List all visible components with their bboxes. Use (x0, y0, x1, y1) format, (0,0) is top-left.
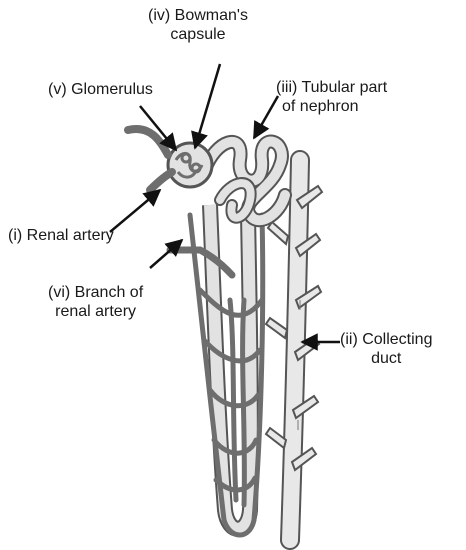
label-glomerulus-text: (v) Glomerulus (48, 80, 153, 99)
label-collecting-line1: (ii) Collecting (340, 330, 432, 349)
label-bowmans-capsule: (iv) Bowman's capsule (148, 6, 248, 44)
label-bowmans-line1: (iv) Bowman's (148, 6, 248, 25)
label-glomerulus: (v) Glomerulus (48, 80, 153, 99)
label-branch-renal-artery: (vi) Branch of renal artery (48, 283, 143, 321)
label-tubular-part: (iii) Tubular part of nephron (276, 78, 387, 116)
branch-vessel (170, 250, 232, 275)
label-tubular-line2: of nephron (276, 97, 387, 116)
label-renal-artery-text: (i) Renal artery (8, 226, 114, 245)
label-collecting-duct: (ii) Collecting duct (340, 330, 432, 368)
label-tubular-line1: (iii) Tubular part (276, 78, 387, 97)
label-renal-artery: (i) Renal artery (8, 226, 114, 245)
label-branch-line2: renal artery (48, 302, 143, 321)
label-bowmans-line2: capsule (148, 25, 248, 44)
label-branch-line1: (vi) Branch of (48, 283, 143, 302)
label-collecting-line2: duct (340, 349, 432, 368)
